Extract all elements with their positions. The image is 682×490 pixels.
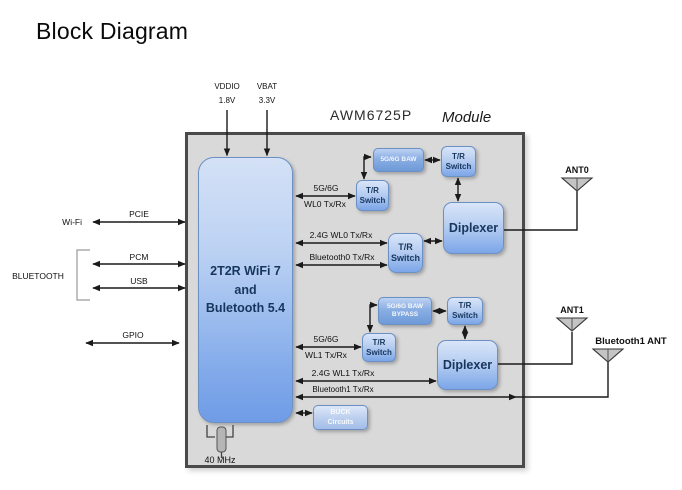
bluetooth0-txrx-label: Bluetooth0 Tx/Rx	[309, 252, 375, 262]
bluetooth-bracket	[76, 249, 90, 301]
bluetooth-label: BLUETOOTH	[12, 271, 64, 281]
main-soc-block: 2T2R WiFi 7 and Buletooth 5.4	[198, 157, 293, 423]
ant0-antenna-icon	[560, 177, 594, 192]
ant1-antenna-icon	[555, 317, 589, 332]
bluetooth1-antenna-icon	[591, 348, 625, 363]
diplexer0-block: Diplexer	[443, 202, 504, 254]
wl0-band-label: 5G/6G	[313, 183, 339, 193]
module-type-label: Module	[442, 109, 492, 126]
wl0-txrx-label: WL0 Tx/Rx	[304, 199, 346, 209]
wl1-txrx-label: WL1 Tx/Rx	[305, 350, 347, 360]
wl1-band-label: 5G/6G	[313, 334, 339, 344]
wifi-label: Wi-Fi	[62, 217, 82, 227]
diplexer1-block: Diplexer	[437, 340, 498, 390]
wl1-baw-bypass-block: 5G/6G BAW BYPASS	[378, 297, 432, 325]
wl0-tr-switch-block: T/R Switch	[356, 180, 389, 211]
usb-label: USB	[130, 276, 148, 286]
buck-circuits-block: BUCK Circuits	[313, 405, 368, 430]
wl0-24g-label: 2.4G WL0 Tx/Rx	[309, 230, 373, 240]
pcie-label: PCIE	[129, 209, 149, 219]
page-title: Block Diagram	[36, 18, 189, 44]
vbat-label: VBAT	[256, 82, 278, 91]
wl0-ant-tr-switch-block: T/R Switch	[441, 146, 476, 177]
pcm-label: PCM	[129, 252, 149, 262]
ant0-label: ANT0	[565, 165, 589, 175]
wl1-ant-tr-switch-block: T/R Switch	[447, 297, 483, 325]
module-part-number: AWM6725P	[330, 107, 413, 123]
ant1-label: ANT1	[560, 305, 584, 315]
wl1-24g-label: 2.4G WL1 Tx/Rx	[311, 368, 375, 378]
vbat-voltage: 3.3V	[258, 96, 276, 105]
bluetooth1-txrx-label: Bluetooth1 Tx/Rx	[312, 385, 374, 394]
vddio-voltage: 1.8V	[218, 96, 236, 105]
wl0-baw-filter-block: 5G/6G BAW	[373, 148, 424, 172]
bluetooth1-ant-label: Bluetooth1 ANT	[595, 336, 667, 347]
wl0-24g-tr-switch-block: T/R Switch	[388, 233, 423, 273]
gpio-label: GPIO	[122, 330, 144, 340]
wl1-tr-switch-block: T/R Switch	[362, 333, 396, 362]
crystal-frequency-label: 40 MHz	[204, 455, 236, 465]
vddio-label: VDDIO	[214, 82, 240, 91]
